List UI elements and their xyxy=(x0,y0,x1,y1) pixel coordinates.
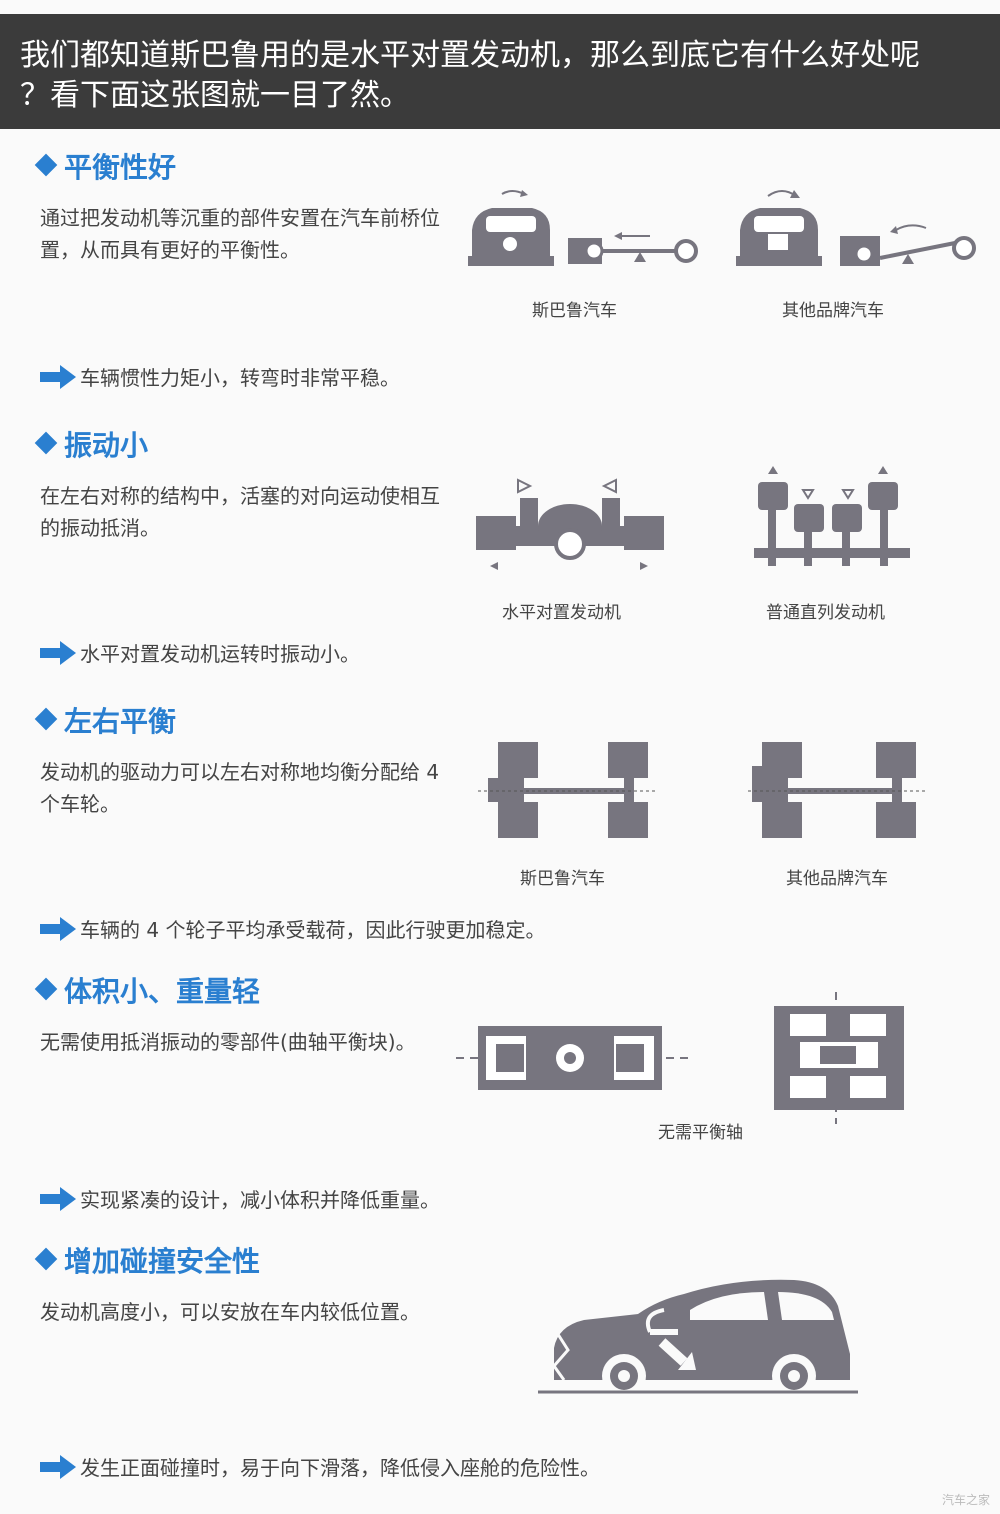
section-title: 体积小、重量轻 xyxy=(34,970,260,1010)
arrow-right-icon xyxy=(40,365,76,389)
diamond-icon xyxy=(34,1247,58,1271)
car-crash-figure xyxy=(538,1279,858,1398)
conclusion-line: 水平对置发动机运转时振动小。 xyxy=(40,638,360,667)
caption-other-brand: 其他品牌汽车 xyxy=(782,301,884,321)
header-line-1: 我们都知道斯巴鲁用的是水平对置发动机，那么到底它有什么好处呢 xyxy=(20,38,920,73)
subaru-balance-figure xyxy=(468,190,698,266)
arrow-right-icon xyxy=(40,641,76,665)
section-title: 左右平衡 xyxy=(34,700,176,740)
caption-other-brand: 其他品牌汽车 xyxy=(786,869,888,889)
inline-engine-topview-figure xyxy=(774,992,904,1124)
section-description: 发动机的驱动力可以左右对称地均衡分配给 4 个车轮。 xyxy=(40,760,440,816)
conclusion-line: 发生正面碰撞时，易于向下滑落，降低侵入座舱的危险性。 xyxy=(40,1452,600,1481)
section-description: 通过把发动机等沉重的部件安置在汽车前桥位置，从而具有更好的平衡性。 xyxy=(40,206,440,262)
section-description: 发动机高度小，可以安放在车内较低位置。 xyxy=(40,1300,420,1324)
caption-no-balance-shaft: 无需平衡轴 xyxy=(658,1123,743,1143)
diamond-icon xyxy=(34,977,58,1001)
section-title: 平衡性好 xyxy=(34,146,176,186)
section-description: 无需使用抵消振动的零部件(曲轴平衡块)。 xyxy=(40,1030,416,1054)
boxer-engine-topview-figure xyxy=(456,1026,688,1090)
section-title: 增加碰撞安全性 xyxy=(34,1240,260,1280)
caption-boxer-engine: 水平对置发动机 xyxy=(502,603,621,623)
other-brand-chassis-figure xyxy=(748,742,928,838)
header-banner: 我们都知道斯巴鲁用的是水平对置发动机，那么到底它有什么好处呢 ？看下面这张图就一… xyxy=(0,14,1000,129)
conclusion-line: 实现紧凑的设计，减小体积并降低重量。 xyxy=(40,1184,440,1213)
subaru-chassis-figure xyxy=(478,742,658,838)
diamond-icon xyxy=(34,153,58,177)
arrow-right-icon xyxy=(40,1455,76,1479)
inline-engine-figure xyxy=(754,466,910,566)
caption-inline-engine: 普通直列发动机 xyxy=(766,603,885,623)
diamond-icon xyxy=(34,707,58,731)
header-line-2: ？看下面这张图就一目了然。 xyxy=(20,78,410,113)
caption-subaru: 斯巴鲁汽车 xyxy=(532,301,617,321)
arrow-right-icon xyxy=(40,917,76,941)
section-title: 振动小 xyxy=(34,424,148,464)
caption-subaru: 斯巴鲁汽车 xyxy=(520,869,605,889)
header-text: 我们都知道斯巴鲁用的是水平对置发动机，那么到底它有什么好处呢 ？看下面这张图就一… xyxy=(20,36,985,116)
diamond-icon xyxy=(34,431,58,455)
boxer-engine-figure xyxy=(476,478,664,570)
conclusion-line: 车辆的 4 个轮子平均承受载荷，因此行驶更加稳定。 xyxy=(40,914,545,943)
watermark: 汽车之家 xyxy=(941,1493,990,1507)
conclusion-line: 车辆惯性力矩小，转弯时非常平稳。 xyxy=(40,362,400,391)
arrow-right-icon xyxy=(40,1187,76,1211)
other-brand-balance-figure xyxy=(736,190,976,266)
section-description: 在左右对称的结构中，活塞的对向运动使相互的振动抵消。 xyxy=(40,484,440,540)
